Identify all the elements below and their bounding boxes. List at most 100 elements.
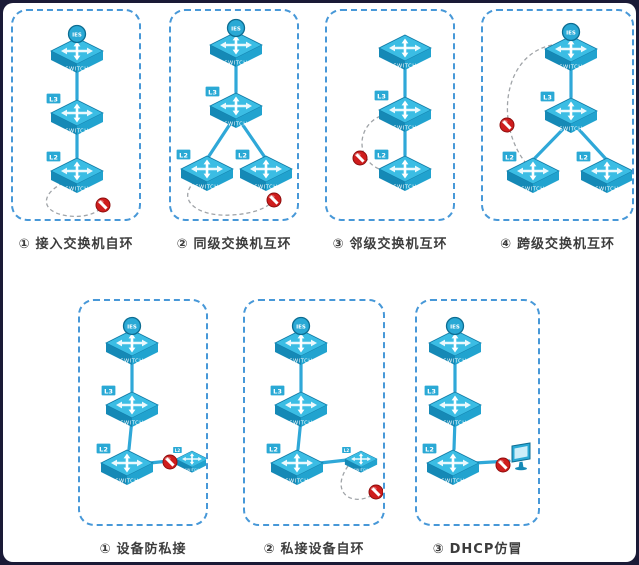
switch-label: SWITCH: [521, 187, 544, 193]
cross-arrows-icon: [191, 165, 223, 173]
panel-caption: ① 接入交换机自环: [11, 233, 141, 252]
switch-label: SWITCH: [393, 185, 416, 191]
l3-switch-icon: SWITCH L3: [423, 384, 482, 427]
l3-switch-icon: SWITCH L3: [45, 92, 104, 135]
cross-arrows-icon: [389, 44, 421, 52]
small-l2-switch-icon: SWITCH L2: [172, 446, 206, 473]
layer-tag: [45, 150, 62, 163]
switch-label: SWITCH: [65, 67, 88, 73]
ies-badge: [226, 18, 246, 38]
cross-arrows-icon: [351, 456, 371, 462]
loop-dashed-line: [506, 44, 553, 163]
ies-badge: [122, 316, 142, 336]
l2-switch-icon: SWITCH L2: [265, 442, 324, 485]
cross-arrows-icon: [111, 459, 143, 467]
cross-arrows-icon: [439, 401, 471, 409]
ies-badge: [67, 24, 87, 44]
layer-tag-label: L3: [543, 93, 552, 101]
prohibition-icon: [499, 117, 515, 133]
switch-label: SWITCH: [289, 359, 312, 365]
switch-label: SWITCH: [285, 479, 308, 485]
cross-arrows-icon: [389, 106, 421, 114]
switch-label: SWITCH: [254, 185, 277, 191]
layer-tag: [172, 446, 183, 454]
layer-tag-label: L2: [99, 445, 108, 453]
loop-dashed-line: [361, 113, 388, 172]
ies-switch-icon: SWITCH IES: [50, 24, 104, 73]
layer-tag: [423, 384, 440, 397]
layer-tag: [373, 148, 390, 161]
layer-tag-label: L3: [49, 95, 58, 103]
switch-label: SWITCH: [443, 421, 466, 427]
prohibition-icon: [352, 150, 368, 166]
switch-label: SWITCH: [224, 122, 247, 128]
layer-tag-label: L2: [344, 448, 350, 453]
cross-arrows-icon: [61, 167, 93, 175]
switch-label: SWITCH: [120, 359, 143, 365]
layer-tag: [501, 150, 518, 163]
cross-arrows-icon: [389, 165, 421, 173]
layer-tag-label: L2: [505, 153, 514, 161]
ies-badge: [445, 316, 465, 336]
prohibition-icon: [162, 454, 178, 470]
layer-tag-label: L3: [104, 387, 113, 395]
monitor-stand: [518, 461, 524, 468]
layer-tag: [95, 442, 112, 455]
layer-tag: [175, 148, 192, 161]
panel-number: ③: [432, 542, 444, 557]
ies-badge: [561, 22, 581, 42]
link-line: [318, 458, 349, 465]
layer-tag: [269, 384, 286, 397]
layer-tag: [265, 442, 282, 455]
loop-dashed-line: [45, 182, 103, 218]
layer-tag-label: L3: [273, 387, 282, 395]
switch-label: SWITCH: [393, 64, 416, 70]
cross-arrows-icon: [437, 459, 469, 467]
panel-label: DHCP仿冒: [449, 542, 523, 557]
l3-switch-icon: SWITCH L3: [100, 384, 159, 427]
layer-tag-label: L2: [269, 445, 278, 453]
cross-arrows-icon: [220, 41, 252, 49]
switch-label: SWITCH: [65, 129, 88, 135]
layer-tag-label: L2: [377, 151, 386, 159]
ies-badge-label: IES: [127, 324, 137, 330]
layer-tag: [341, 446, 352, 454]
switch-label: SWITCH: [393, 126, 416, 132]
pc-icon: [511, 442, 531, 471]
cross-arrows-icon: [555, 107, 587, 115]
cross-arrows-icon: [61, 109, 93, 117]
cross-arrows-icon: [250, 165, 282, 173]
ies-switch-icon: SWITCH IES: [105, 316, 159, 365]
cross-arrows-icon: [116, 339, 148, 347]
cross-arrows-icon: [220, 102, 252, 110]
switch-label: SWITCH: [185, 468, 200, 472]
panel-number: ①: [18, 237, 30, 252]
layer-tag-label: L2: [175, 448, 181, 453]
panel-label: 私接设备自环: [280, 542, 365, 557]
switch-label: SWITCH: [195, 185, 218, 191]
switch-label: SWITCH: [443, 359, 466, 365]
layer-tag-label: L3: [377, 92, 386, 100]
ies-badge-label: IES: [72, 32, 82, 38]
cross-arrows-icon: [555, 45, 587, 53]
layer-tag-label: L3: [427, 387, 436, 395]
panel-number: ③: [332, 237, 344, 252]
panel-label: 接入交换机自环: [35, 237, 134, 252]
switch-label: SWITCH: [120, 421, 143, 427]
